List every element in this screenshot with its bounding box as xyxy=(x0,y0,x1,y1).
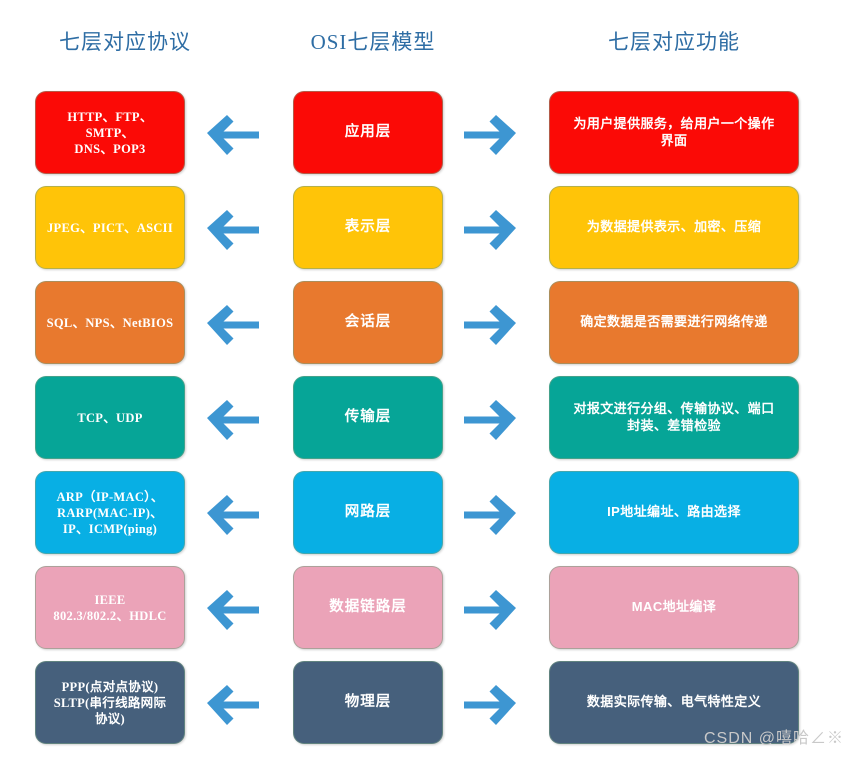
protocol-text: IEEE 802.3/802.2、HDLC xyxy=(53,592,167,623)
column-headers: 七层对应协议 OSI七层模型 七层对应功能 xyxy=(0,26,862,62)
layer-box-datalink[interactable]: 数据链路层 xyxy=(293,566,443,649)
arrow-left-icon xyxy=(205,396,261,440)
layer-row-session: SQL、NPS、NetBIOS 会话层 确定数据是否需要进行网络传递 xyxy=(0,281,862,364)
arrow-right-icon xyxy=(462,396,518,440)
function-text: MAC地址编译 xyxy=(631,599,717,615)
function-box-session[interactable]: 确定数据是否需要进行网络传递 xyxy=(549,281,799,364)
function-box-presentation[interactable]: 为数据提供表示、加密、压缩 xyxy=(549,186,799,269)
arrow-right-icon xyxy=(462,586,518,630)
protocol-text: ARP（IP-MAC）、 RARP(MAC-IP)、 IP、ICMP(ping) xyxy=(56,489,164,536)
protocol-text: TCP、UDP xyxy=(77,410,143,425)
layer-name: 传输层 xyxy=(344,409,392,426)
protocol-text: HTTP、FTP、SMTP、 DNS、POP3 xyxy=(67,109,153,156)
function-text: 确定数据是否需要进行网络传递 xyxy=(580,314,768,330)
header-protocols: 七层对应协议 xyxy=(59,30,191,54)
function-box-network[interactable]: IP地址编址、路由选择 xyxy=(549,471,799,554)
protocol-text: SQL、NPS、NetBIOS xyxy=(46,315,174,330)
layer-row-datalink: IEEE 802.3/802.2、HDLC 数据链路层 MAC地址编译 xyxy=(0,566,862,649)
function-text: IP地址编址、路由选择 xyxy=(607,504,741,520)
arrow-right-icon xyxy=(462,491,518,535)
function-box-transport[interactable]: 对报文进行分组、传输协议、端口 封装、差错检验 xyxy=(549,376,799,459)
protocol-text: JPEG、PICT、ASCII xyxy=(46,220,174,235)
layer-row-network: ARP（IP-MAC）、 RARP(MAC-IP)、 IP、ICMP(ping)… xyxy=(0,471,862,554)
function-text: 数据实际传输、电气特性定义 xyxy=(586,694,762,710)
protocol-box-presentation[interactable]: JPEG、PICT、ASCII xyxy=(35,186,185,269)
arrow-right-icon xyxy=(462,111,518,155)
arrow-left-icon xyxy=(205,111,261,155)
layer-row-application: HTTP、FTP、SMTP、 DNS、POP3 应用层 为用户提供服务，给用户一个操… xyxy=(0,91,862,174)
layer-row-physical: PPP(点对点协议) SLTP(串行线路网际 协议) 物理层 数据实际传输、电气特性… xyxy=(0,661,862,744)
layer-name: 网路层 xyxy=(344,504,392,521)
arrow-right-icon xyxy=(462,301,518,345)
protocol-box-physical[interactable]: PPP(点对点协议) SLTP(串行线路网际 协议) xyxy=(35,661,185,744)
arrow-left-icon xyxy=(205,206,261,250)
arrow-right-icon xyxy=(462,206,518,250)
arrow-left-icon xyxy=(205,586,261,630)
arrow-left-icon xyxy=(205,681,261,725)
layer-box-presentation[interactable]: 表示层 xyxy=(293,186,443,269)
protocol-box-transport[interactable]: TCP、UDP xyxy=(35,376,185,459)
protocol-box-application[interactable]: HTTP、FTP、SMTP、 DNS、POP3 xyxy=(35,91,185,174)
layer-name: 会话层 xyxy=(344,314,392,331)
arrow-left-icon xyxy=(205,491,261,535)
function-text: 对报文进行分组、传输协议、端口 封装、差错检验 xyxy=(573,400,775,433)
layer-box-network[interactable]: 网路层 xyxy=(293,471,443,554)
watermark: CSDN @嘻哈∠※ xyxy=(703,730,844,747)
protocol-box-network[interactable]: ARP（IP-MAC）、 RARP(MAC-IP)、 IP、ICMP(ping) xyxy=(35,471,185,554)
layer-box-application[interactable]: 应用层 xyxy=(293,91,443,174)
protocol-text: PPP(点对点协议) SLTP(串行线路网际 协议) xyxy=(53,679,167,726)
header-osi-model: OSI七层模型 xyxy=(310,30,436,54)
layer-row-presentation: JPEG、PICT、ASCII 表示层 为数据提供表示、加密、压缩 xyxy=(0,186,862,269)
layer-name: 数据链路层 xyxy=(329,599,407,616)
function-text: 为用户提供服务，给用户一个操作 界面 xyxy=(573,115,775,148)
function-box-application[interactable]: 为用户提供服务，给用户一个操作 界面 xyxy=(549,91,799,174)
layer-name: 表示层 xyxy=(344,219,392,236)
protocol-box-session[interactable]: SQL、NPS、NetBIOS xyxy=(35,281,185,364)
layer-name: 应用层 xyxy=(344,124,392,141)
layer-name: 物理层 xyxy=(344,694,392,711)
arrow-left-icon xyxy=(205,301,261,345)
arrow-right-icon xyxy=(462,681,518,725)
layer-box-transport[interactable]: 传输层 xyxy=(293,376,443,459)
layer-box-session[interactable]: 会话层 xyxy=(293,281,443,364)
layer-row-transport: TCP、UDP 传输层 对报文进行分组、传输协议、端口 封装、差错检验 xyxy=(0,376,862,459)
protocol-box-datalink[interactable]: IEEE 802.3/802.2、HDLC xyxy=(35,566,185,649)
function-box-datalink[interactable]: MAC地址编译 xyxy=(549,566,799,649)
header-functions: 七层对应功能 xyxy=(608,30,740,54)
function-box-physical[interactable]: 数据实际传输、电气特性定义 xyxy=(549,661,799,744)
layer-box-physical[interactable]: 物理层 xyxy=(293,661,443,744)
function-text: 为数据提供表示、加密、压缩 xyxy=(586,219,762,235)
